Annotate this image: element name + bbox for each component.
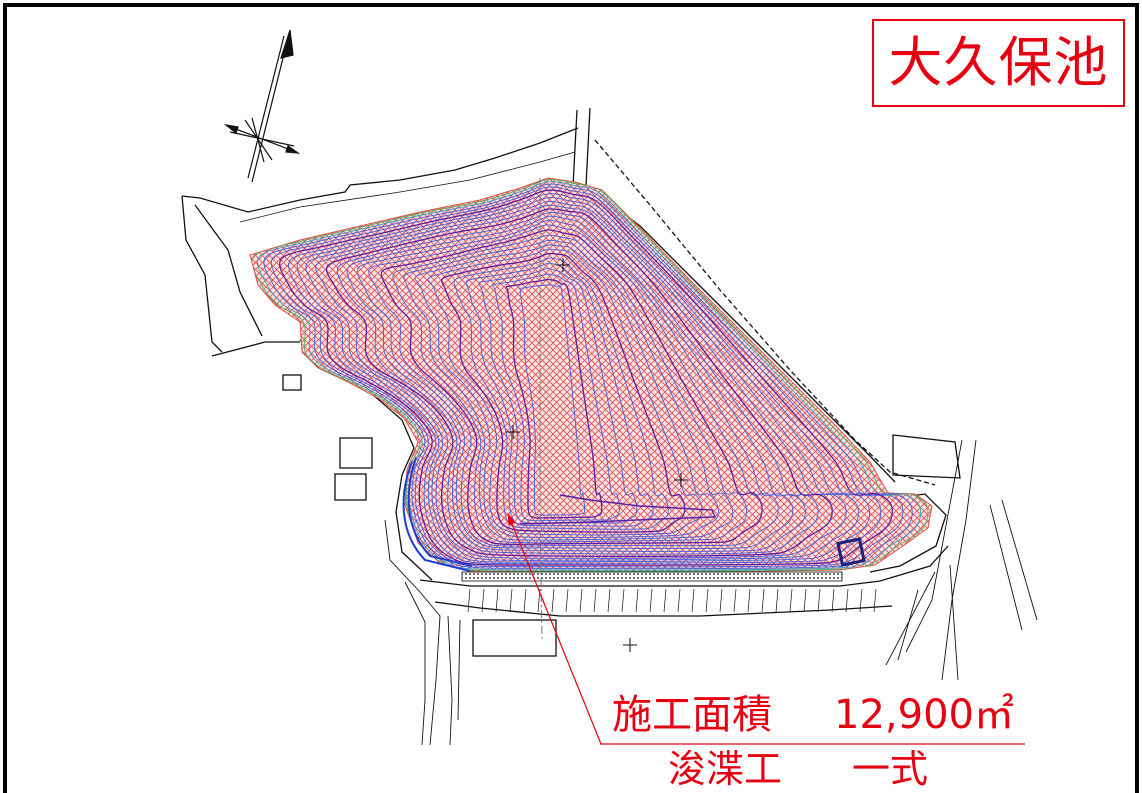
contour-line bbox=[279, 189, 893, 566]
road-tick bbox=[565, 588, 569, 613]
sub-pond-outline bbox=[869, 493, 947, 573]
west-shore-blue-lines bbox=[402, 457, 473, 572]
contour-line bbox=[256, 181, 922, 571]
road-tick bbox=[789, 588, 793, 613]
survey-markers bbox=[506, 258, 688, 652]
road-tick bbox=[817, 588, 821, 613]
survey-marker bbox=[506, 425, 520, 439]
contour-line bbox=[336, 212, 819, 555]
road-tick bbox=[579, 588, 583, 613]
contour-line bbox=[478, 268, 638, 524]
construction-area-label: 施工面積 bbox=[612, 692, 772, 738]
contour-line bbox=[380, 229, 763, 546]
road-tick bbox=[509, 588, 513, 613]
small-structure bbox=[282, 374, 302, 391]
work-quantity-value: 一式 bbox=[852, 747, 929, 791]
road-tick bbox=[635, 588, 639, 613]
revetment-strip bbox=[461, 571, 843, 582]
road-tick bbox=[733, 588, 737, 613]
road-tick bbox=[845, 588, 849, 613]
pond-name-title: 大久保池 bbox=[888, 31, 1109, 94]
contour-line bbox=[440, 252, 686, 533]
road-tick bbox=[607, 588, 611, 613]
contour-line bbox=[356, 219, 794, 550]
road-tick bbox=[859, 588, 863, 613]
road-tick bbox=[705, 588, 709, 613]
contour-line bbox=[519, 494, 717, 525]
contour-line bbox=[427, 248, 703, 536]
contour-line bbox=[403, 239, 734, 541]
road-tick bbox=[719, 588, 723, 613]
road-tick bbox=[677, 588, 681, 613]
survey-marker bbox=[623, 638, 637, 652]
contour-line bbox=[315, 204, 847, 559]
road-tick bbox=[467, 588, 471, 613]
contour-line bbox=[505, 278, 603, 519]
storage-box-2 bbox=[334, 473, 367, 501]
road-tick bbox=[873, 588, 877, 613]
drawing-frame bbox=[3, 3, 1139, 793]
road-tick bbox=[481, 588, 485, 613]
road-tick bbox=[803, 588, 807, 613]
title-box: 大久保池 bbox=[872, 19, 1125, 107]
road-tick bbox=[761, 588, 765, 613]
survey-marker bbox=[556, 258, 570, 272]
contour-line bbox=[492, 273, 620, 522]
contour-line bbox=[270, 186, 904, 568]
contour-line bbox=[414, 244, 719, 539]
road-tick bbox=[691, 588, 695, 613]
road-tick bbox=[593, 588, 597, 613]
contour-line bbox=[288, 193, 882, 565]
storage-box-1 bbox=[339, 437, 373, 469]
site-boundary-lines bbox=[181, 107, 1038, 746]
road-tick bbox=[495, 588, 499, 613]
contour-line bbox=[305, 201, 859, 561]
contour-line bbox=[263, 183, 913, 570]
section-centerline bbox=[539, 178, 543, 641]
top-boundary bbox=[181, 127, 579, 213]
annotation-leader-arrow bbox=[507, 513, 602, 745]
west-area-outline bbox=[181, 195, 300, 357]
north-road bbox=[572, 107, 591, 187]
road-tick bbox=[523, 588, 527, 613]
road-tick bbox=[551, 588, 555, 613]
contour-line bbox=[465, 262, 654, 527]
contour-line bbox=[325, 208, 833, 558]
east-bank bbox=[586, 185, 896, 483]
south-road-west bbox=[384, 519, 461, 746]
road-ticks bbox=[467, 588, 877, 613]
east-roads bbox=[885, 439, 1038, 681]
north-arrow-icon bbox=[223, 29, 301, 183]
contour-line bbox=[346, 215, 806, 552]
south-road-lower bbox=[434, 601, 893, 617]
apartment-building bbox=[472, 619, 557, 657]
road-tick bbox=[775, 588, 779, 613]
south-road-upper bbox=[419, 545, 949, 587]
contour-line bbox=[368, 224, 779, 547]
road-tick bbox=[663, 588, 667, 613]
contour-line bbox=[251, 178, 929, 572]
top-road-edge bbox=[239, 151, 576, 223]
road-tick bbox=[747, 588, 751, 613]
survey-marker bbox=[674, 473, 688, 487]
road-tick bbox=[649, 588, 653, 613]
contour-lines bbox=[251, 178, 929, 572]
road-tick bbox=[831, 588, 835, 613]
contour-line bbox=[453, 257, 669, 530]
east-boundary-dashed bbox=[594, 139, 936, 486]
contour-line bbox=[518, 284, 586, 516]
construction-area-value: 12,900㎡ bbox=[834, 692, 1014, 738]
inlet-box bbox=[836, 537, 866, 567]
work-type-label: 浚渫工 bbox=[668, 747, 783, 791]
contour-line bbox=[392, 234, 748, 543]
east-building bbox=[892, 434, 961, 479]
road-tick bbox=[621, 588, 625, 613]
